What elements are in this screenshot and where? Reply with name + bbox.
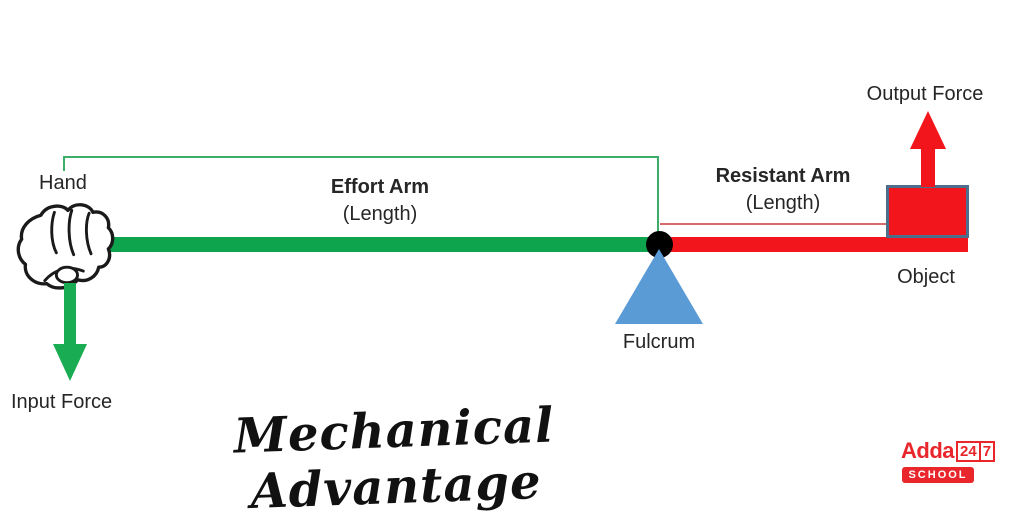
effort-measure-line-horizontal <box>63 156 659 158</box>
fulcrum-triangle <box>615 249 703 324</box>
object-box <box>886 185 969 238</box>
brand-logo: Adda 24 7 SCHOOL <box>901 438 1001 483</box>
output-force-label: Output Force <box>866 83 984 105</box>
main-title: Mechanical Advantage <box>232 397 556 512</box>
effort-measure-tick-left <box>63 156 65 171</box>
brand-number-right: 7 <box>978 442 993 460</box>
brand-number-left: 24 <box>960 442 977 460</box>
effort-arm-beam <box>108 237 660 252</box>
brand-number-box: 24 7 <box>956 440 996 462</box>
resistant-arm-label: Resistant Arm <box>715 165 851 187</box>
brand-subtitle-badge: SCHOOL <box>902 467 974 483</box>
object-label: Object <box>897 266 955 288</box>
input-force-arrow-icon <box>53 283 87 381</box>
effort-measure-tick-right <box>657 156 659 238</box>
fist-hand-icon <box>16 203 115 290</box>
brand-name-text: Adda <box>901 438 955 463</box>
effort-arm-label: Effort Arm <box>330 176 430 198</box>
brand-logo-wordmark: Adda 24 7 <box>901 438 1001 464</box>
resistant-arm-beam <box>660 237 968 252</box>
effort-arm-length-label: (Length) <box>342 203 418 225</box>
fulcrum-label: Fulcrum <box>622 331 696 353</box>
hand-label: Hand <box>39 172 87 194</box>
resistant-arm-length-label: (Length) <box>745 192 821 214</box>
resistant-measure-line <box>660 223 886 225</box>
output-force-arrow-icon <box>910 111 946 187</box>
input-force-label: Input Force <box>11 391 113 413</box>
